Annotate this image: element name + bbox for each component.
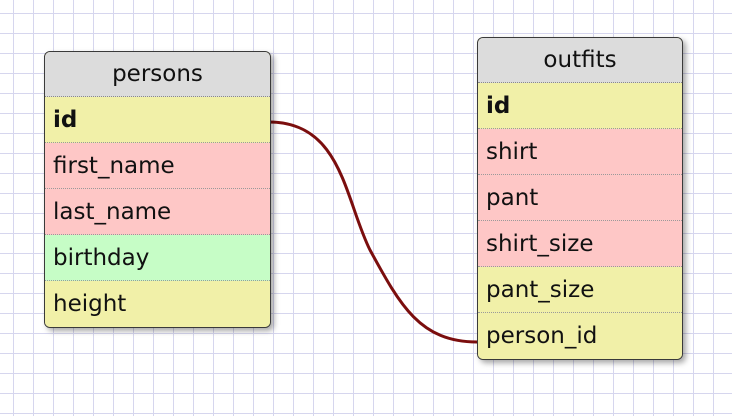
table-persons[interactable]: persons id first_name last_name birthday… [44,51,271,328]
table-outfits[interactable]: outfits id shirt pant shirt_size pant_si… [477,37,683,360]
column-persons-last-name[interactable]: last_name [45,189,270,235]
column-outfits-pant[interactable]: pant [478,175,682,221]
column-outfits-id[interactable]: id [478,83,682,129]
table-title-persons: persons [45,52,270,97]
table-title-outfits: outfits [478,38,682,83]
column-outfits-shirt[interactable]: shirt [478,129,682,175]
column-persons-birthday[interactable]: birthday [45,235,270,281]
column-persons-id[interactable]: id [45,97,270,143]
column-persons-first-name[interactable]: first_name [45,143,270,189]
column-persons-height[interactable]: height [45,281,270,327]
relationship-line-persons-outfits[interactable] [267,120,479,344]
column-outfits-shirt-size[interactable]: shirt_size [478,221,682,267]
column-outfits-pant-size[interactable]: pant_size [478,267,682,313]
column-outfits-person-id[interactable]: person_id [478,313,682,359]
